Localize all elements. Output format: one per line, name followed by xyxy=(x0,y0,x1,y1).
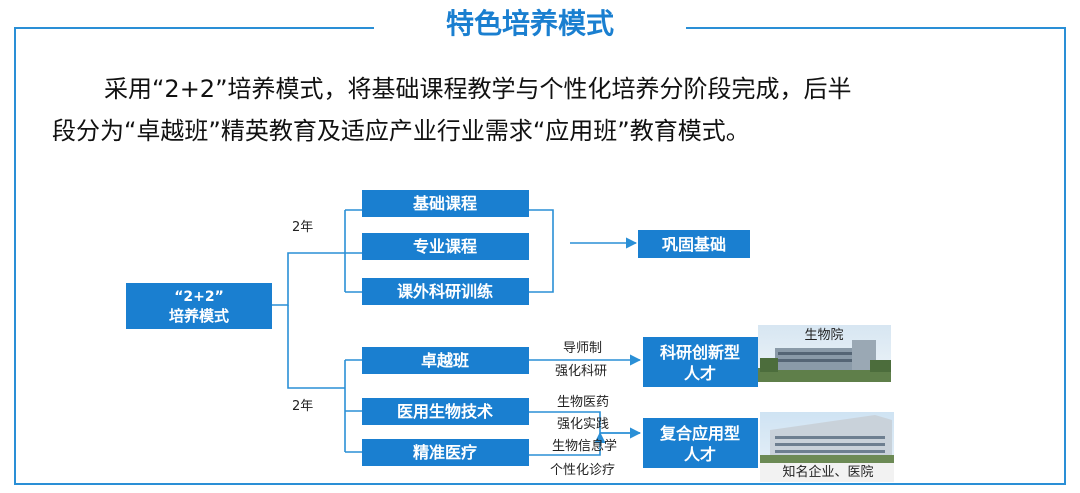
frame-right-line xyxy=(1064,27,1066,485)
hospital-building-photo xyxy=(760,412,894,482)
photo2-caption: 知名企业、医院 xyxy=(782,464,873,480)
frame-top-left-line xyxy=(14,27,374,29)
annotation-research: 强化科研 xyxy=(555,364,607,379)
track-label-biotech: 医用生物技术 xyxy=(397,402,493,421)
annotation-biomed: 生物医药 xyxy=(557,395,609,410)
annotation-bioinfo: 生物信息学 xyxy=(552,438,617,454)
course-box-major xyxy=(362,233,529,260)
root-line-1: “2+2” xyxy=(174,289,224,305)
frame-bottom-line xyxy=(14,483,1066,485)
track-box-biotech xyxy=(362,398,529,425)
annotation-diagnosis: 个性化诊疗 xyxy=(550,463,615,478)
course-box-basic xyxy=(362,190,529,217)
root-line-2: 培养模式 xyxy=(169,307,229,325)
institute-building-photo xyxy=(758,325,891,382)
outcome-innovative-line-1: 科研创新型 xyxy=(660,343,740,362)
outcome-applied-line-1: 复合应用型 xyxy=(659,424,740,443)
course-box-research xyxy=(362,278,529,305)
outcome-box-innovative xyxy=(643,337,758,387)
track-label-elite: 卓越班 xyxy=(421,351,469,370)
track-box-precision xyxy=(362,439,529,466)
connector-lines xyxy=(272,209,642,456)
result-label: 巩固基础 xyxy=(662,235,726,254)
outcome-applied-line-2: 人才 xyxy=(684,445,716,464)
photo1-caption: 生物院 xyxy=(804,328,843,343)
annotation-practice: 强化实践 xyxy=(557,417,609,432)
course-label-basic: 基础课程 xyxy=(412,194,477,213)
phase-label-second: 2年 xyxy=(292,399,313,414)
result-box xyxy=(638,230,750,258)
course-label-major: 专业课程 xyxy=(413,237,477,256)
outcome-innovative-line-2: 人才 xyxy=(684,364,716,383)
intro-line-1: 采用“2+2”培养模式，将基础课程教学与个性化培养分阶段完成，后半 xyxy=(104,75,852,103)
frame-left-line xyxy=(14,27,16,485)
course-label-research: 课外科研训练 xyxy=(397,282,493,301)
track-label-precision: 精准医疗 xyxy=(413,443,477,462)
track-box-elite xyxy=(362,347,529,374)
outcome-box-applied xyxy=(643,418,758,468)
frame-top-right-line xyxy=(686,27,1066,29)
phase-label-first: 2年 xyxy=(292,220,313,235)
page-title: 特色培养模式 xyxy=(380,6,680,42)
intro-line-2: 段分为“卓越班”精英教育及适应产业行业需求“应用班”教育模式。 xyxy=(52,117,750,145)
root-box xyxy=(126,283,272,329)
annotation-mentor: 导师制 xyxy=(563,341,602,356)
